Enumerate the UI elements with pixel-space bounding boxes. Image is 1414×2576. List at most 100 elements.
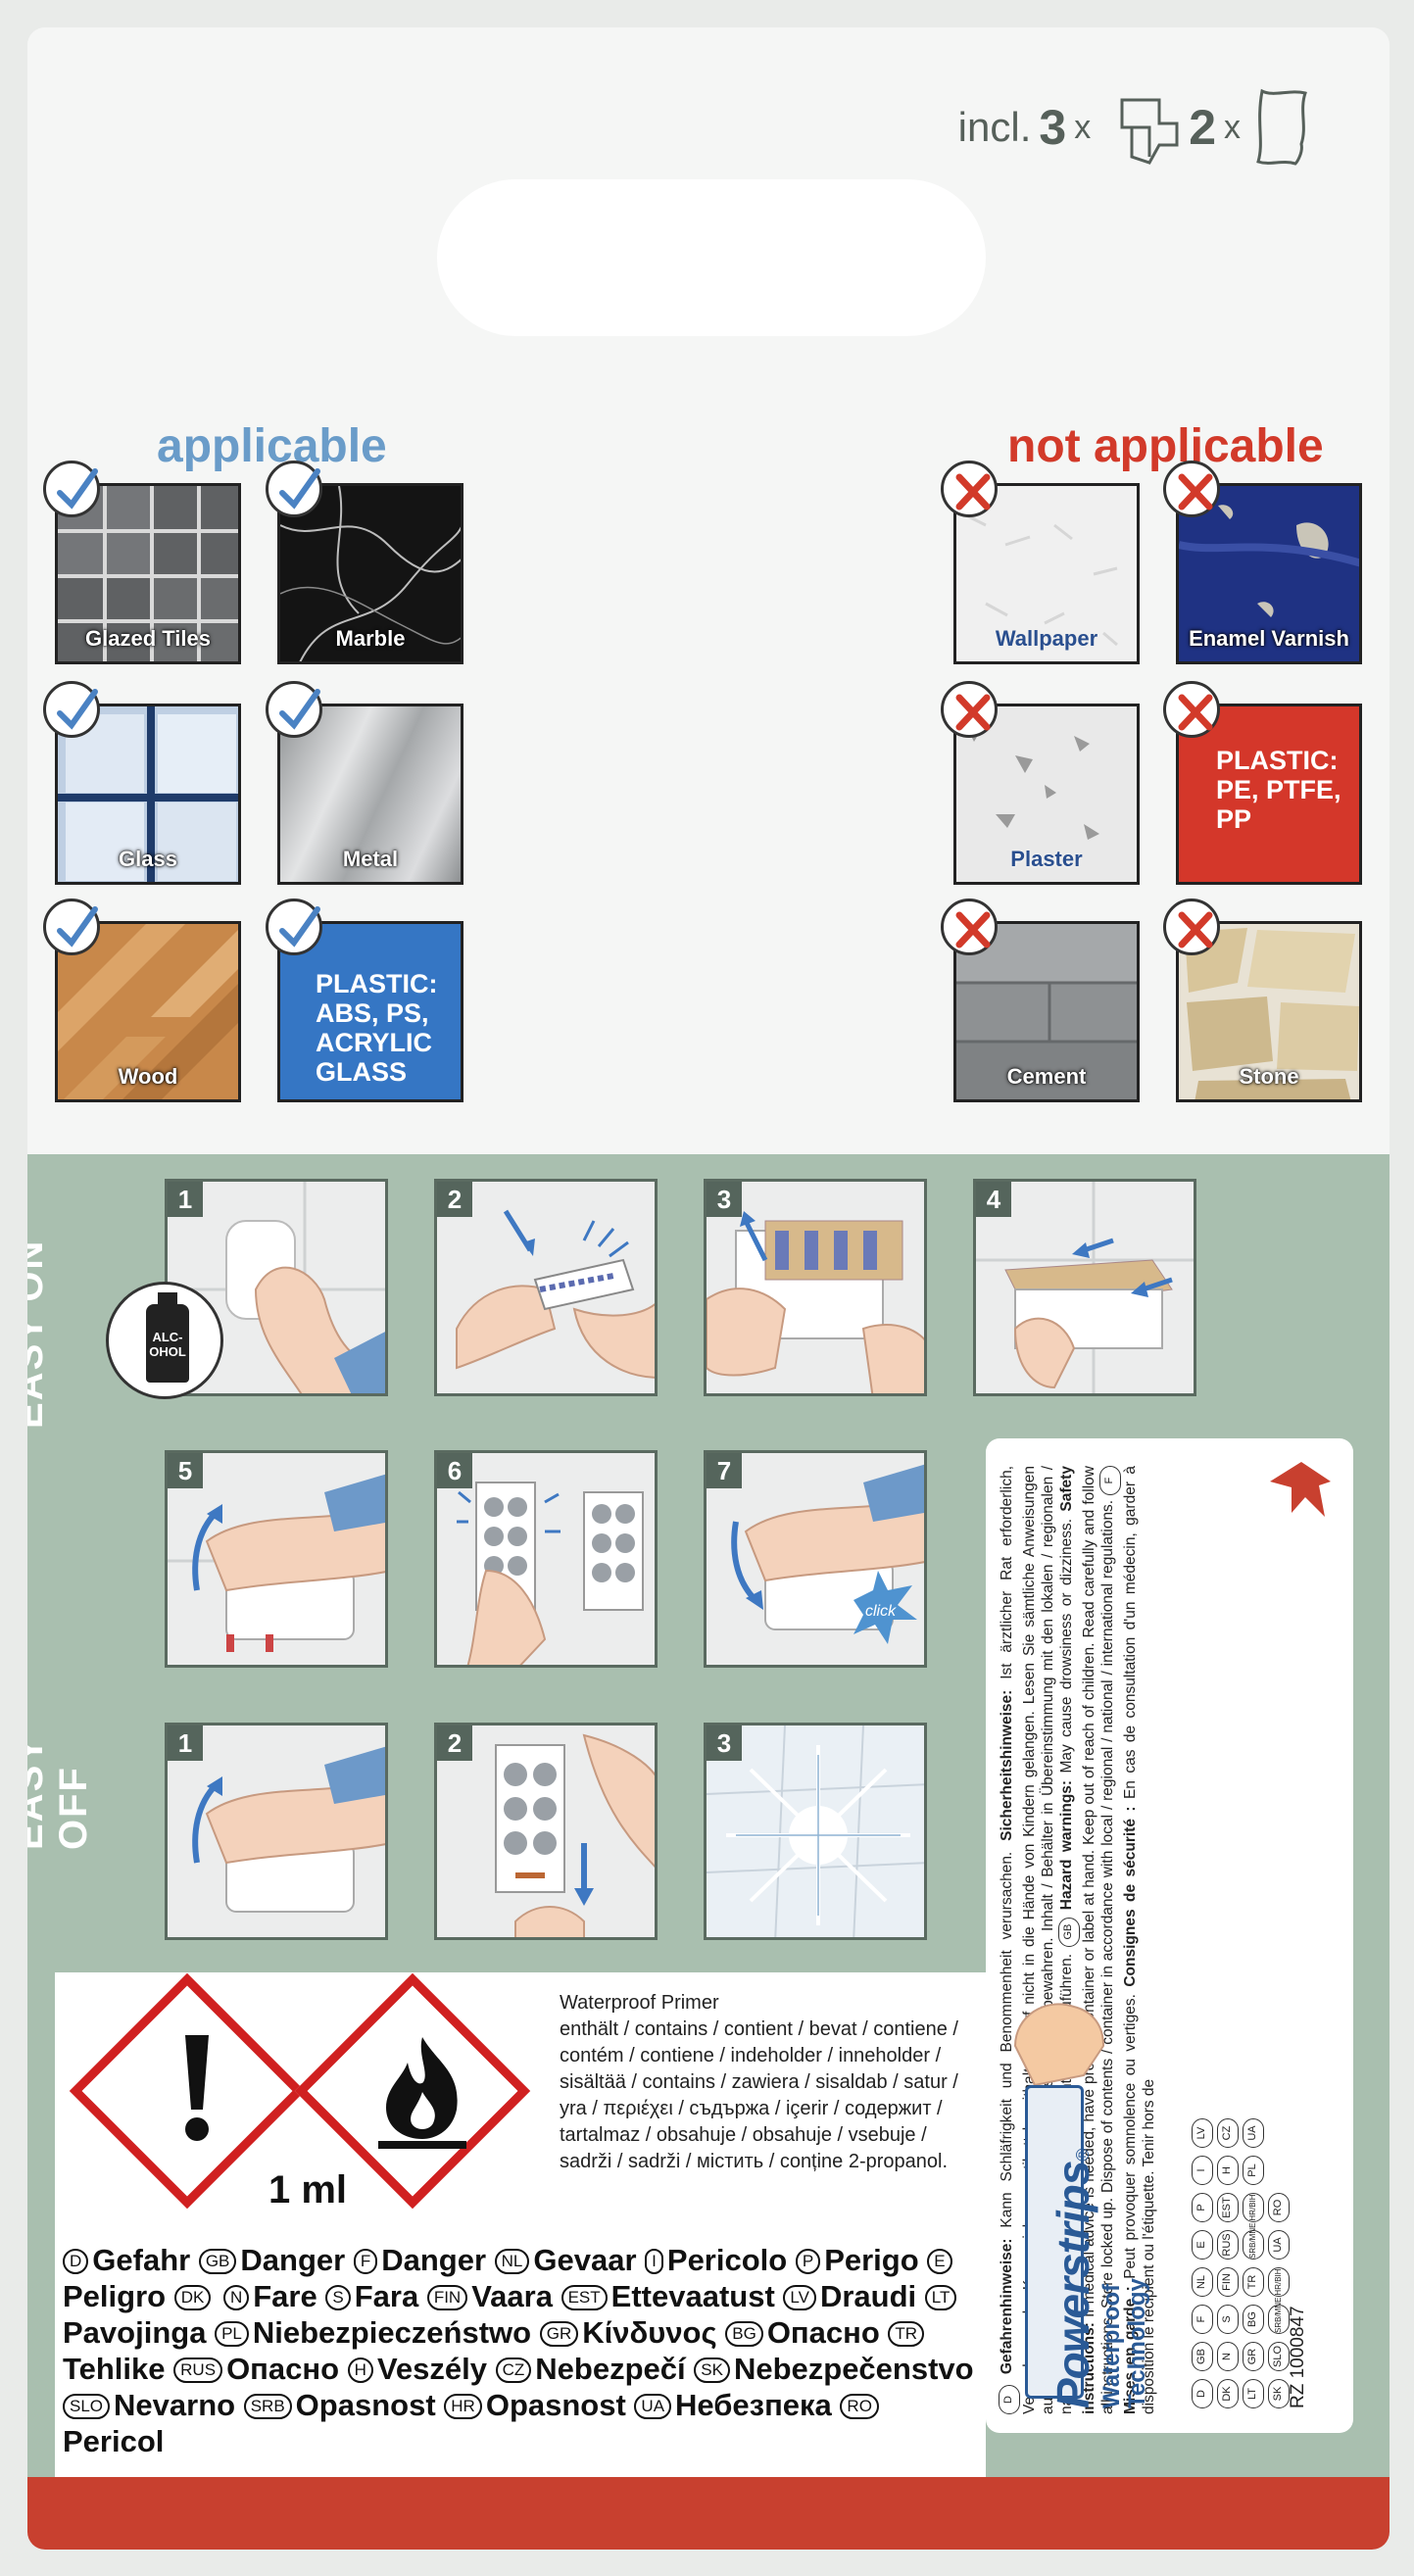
signal-word: Nevarno [114,2388,236,2422]
lift-hook-illustration [168,1453,385,1665]
step-number: 3 [707,1725,742,1761]
tile-plastic-label: PLASTIC: PE, PTFE, PP [1216,746,1341,834]
cross-badge-icon [941,681,998,738]
step-number: 2 [437,1725,472,1761]
country-code-badge: SLO [63,2394,111,2419]
country-code-badge: H [347,2357,373,2383]
country-code-badge: SRB [243,2394,292,2419]
cross-badge-icon [941,899,998,955]
hand-holding-tube-icon [1013,2003,1105,2087]
plaster-texture [956,706,1137,882]
tile-label: Wood [118,1064,178,1089]
click-hook-illustration: click [707,1453,924,1665]
amount-label: 1 ml [268,2168,348,2211]
cross-badge-icon [1163,899,1220,955]
cross-badge-icon [1163,681,1220,738]
signal-word: Danger [240,2243,346,2277]
country-code-badge: HR/BIH [1243,2193,1264,2222]
wood-parquet-texture [58,924,238,1099]
country-code-badge: GR [1243,2342,1264,2371]
applicable-heading: applicable [157,420,387,472]
signal-word: Небезпека [675,2388,832,2422]
country-code-badge: SK [1268,2379,1290,2408]
brand-tube-graphic [1025,2085,1084,2399]
country-code-badge: SRB/MNE [1243,2223,1264,2260]
country-code-badge: RUS [1217,2230,1239,2260]
easy-on-step-7: click 7 [704,1450,927,1668]
easy-on-step-6: 6 [434,1450,658,1668]
country-code-badge: D [63,2249,89,2274]
step-number: 1 [168,1725,203,1761]
step-number: 1 [168,1182,203,1217]
lift-hook-off-illustration [168,1725,385,1937]
tile-label: Plaster [1010,847,1083,871]
hazard-block: 1 ml Waterproof Primer enthält / contain… [55,1972,986,2521]
hook-outline-icon [1120,98,1179,165]
enamel-texture [1179,486,1359,661]
check-badge-icon [266,461,322,517]
country-code-badge: I [645,2249,663,2274]
country-code-badge: LV [1192,2118,1213,2148]
signal-word: Vaara [471,2279,553,2313]
tile-label: Metal [342,847,399,871]
country-code-badge: P [795,2249,821,2274]
check-badge-icon [266,899,322,955]
tile-label: Enamel Varnish [1189,626,1349,651]
top-section: incl. 3 x 2 x applicable not applicable [27,27,1390,1154]
country-code-badge: N [1217,2342,1239,2371]
signal-word: Gevaar [533,2243,637,2277]
signal-word: Pericolo [666,2243,788,2277]
signal-word: Perigo [824,2243,919,2277]
signal-word: Nebezpečenstvo [733,2352,974,2386]
pull-tab-illustration [437,1725,655,1937]
country-code-badge: E [1192,2230,1213,2260]
included-items: incl. 3 x 2 x [958,88,1311,167]
country-code-badge: H [1217,2156,1239,2185]
country-code-badge: PL [215,2321,249,2347]
tile-glass: Glass [55,704,241,885]
hang-hole [437,179,986,336]
press-hook-illustration [976,1182,1194,1393]
cross-badge-icon [941,461,998,517]
signal-word-item: EPeligro [63,2243,956,2313]
signal-word: Opasnost [485,2388,626,2422]
country-code-badge: BG [1243,2305,1264,2334]
step-number: 4 [976,1182,1011,1217]
country-code-badge: I [1192,2156,1213,2185]
signal-word: Danger [381,2243,487,2277]
brand-subtitle: Waterproof Technology [1098,2278,1150,2408]
tile-label: Glazed Tiles [85,626,211,651]
signal-word: Opasnost [295,2388,436,2422]
tile-plastic-label: PLASTIC: ABS, PS, ACRYLIC GLASS [316,969,438,1087]
country-code-badge: LT [924,2285,957,2310]
easy-on-step-4: 4 [973,1179,1196,1396]
tile-wallpaper: Wallpaper [953,483,1140,664]
country-code-badge: RUS [173,2357,223,2383]
click-text: click [865,1603,897,1620]
tearing-arrow-icon [1270,1462,1331,1517]
primer-info: Waterproof Primer enthält / contains / c… [560,1992,958,2172]
tile-label: Glass [119,847,177,871]
step-number: 3 [707,1182,742,1217]
tile-plaster: Plaster [953,704,1140,885]
country-code-badge: NL [1192,2267,1213,2297]
hook-count: 3 [1039,100,1067,155]
signal-word: Gefahr [92,2243,191,2277]
step-number: 6 [437,1453,472,1488]
signal-word: Niebezpieczeństwo [252,2315,532,2350]
brand-block: Powerstrips® Waterproof Technology [1047,2105,1150,2408]
tile-label: Stone [1239,1064,1299,1089]
country-code-badge: EST [561,2285,608,2310]
wallpaper-texture [956,486,1137,661]
check-badge-icon [43,681,100,738]
country-code-badge: BG [725,2321,763,2347]
country-code-badge: LV [783,2285,816,2310]
signal-word: Pericol [63,2424,165,2458]
